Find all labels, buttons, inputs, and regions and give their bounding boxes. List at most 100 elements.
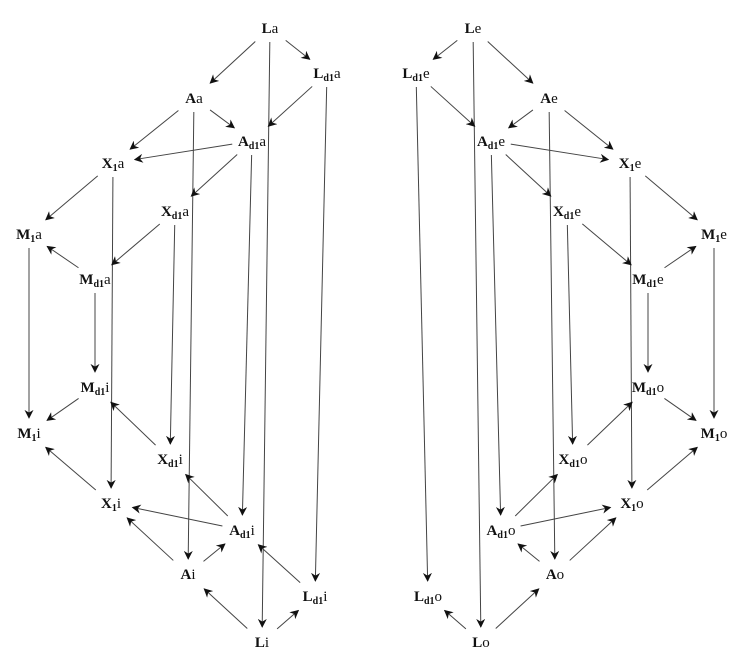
node-suffix: e xyxy=(475,21,482,37)
node-X1i: X1i xyxy=(101,496,121,514)
node-suffix: i xyxy=(105,380,109,396)
edge-arrow-X1a-to-M1a xyxy=(45,175,99,221)
node-sub: d1 xyxy=(93,279,104,290)
edge-arrow-Ld1e-to-Ad1e xyxy=(430,86,476,127)
edge-arrow-Xd1a-to-Md1a xyxy=(111,223,161,266)
node-Ld1i: Ld1i xyxy=(303,589,328,607)
edge-arrow-Ad1i-to-Xd1i xyxy=(185,473,229,517)
node-base: M xyxy=(79,272,93,288)
edge-arrow-Md1e-to-M1e xyxy=(664,245,697,269)
node-sub: 1 xyxy=(630,163,635,174)
edge-arrow-La-to-Aa xyxy=(209,41,256,84)
node-Le: Le xyxy=(465,21,482,37)
node-suffix: e xyxy=(720,227,727,243)
node-suffix: o xyxy=(508,523,516,539)
edge-arrow-Li-to-Ai xyxy=(203,588,248,629)
edge-arrow-Ae-to-Ao xyxy=(548,111,560,560)
edges xyxy=(24,40,719,630)
node-X1e: X1e xyxy=(619,156,642,174)
edge-arrow-Ai-to-Ad1i xyxy=(203,543,226,562)
node-Md1i: Md1i xyxy=(81,380,110,398)
node-suffix: a xyxy=(104,272,111,288)
edge-arrow-Md1o-to-M1o xyxy=(664,398,697,421)
node-base: M xyxy=(632,380,646,396)
edge-arrow-Ad1e-to-Xd1e xyxy=(505,154,552,197)
edge-arrow-Ad1a-to-X1a xyxy=(133,143,233,163)
node-suffix: o xyxy=(482,635,490,651)
edge-arrow-Le-to-Ae xyxy=(487,41,534,84)
node-sub: 1 xyxy=(715,433,720,444)
node-suffix: o xyxy=(580,452,588,468)
node-suffix: o xyxy=(557,567,565,583)
node-base: L xyxy=(472,635,482,651)
node-base: A xyxy=(238,134,249,150)
node-sub: d1 xyxy=(168,459,179,470)
edge-arrow-Aa-to-X1a xyxy=(129,110,179,150)
node-Ld1e: Ld1e xyxy=(402,66,430,84)
node-base: X xyxy=(553,204,564,220)
node-base: A xyxy=(180,567,191,583)
node-base: X xyxy=(102,156,113,172)
node-suffix: e xyxy=(498,134,505,150)
node-base: X xyxy=(161,204,172,220)
node-base: L xyxy=(465,21,475,37)
node-suffix: a xyxy=(334,66,341,82)
edge-arrow-Ad1a-to-Ad1i xyxy=(238,154,253,516)
node-Ae: Ae xyxy=(540,91,558,107)
edge-arrow-Aa-to-Ad1a xyxy=(209,109,236,129)
edge-arrow-Ai-to-X1i xyxy=(126,517,174,561)
node-Ld1a: Ld1a xyxy=(313,66,341,84)
node-Md1a: Md1a xyxy=(79,272,111,290)
node-Li: Li xyxy=(255,635,269,651)
edge-arrow-Ld1i-to-Ad1i xyxy=(257,544,301,583)
node-X1o: X1o xyxy=(620,496,643,514)
node-base: M xyxy=(701,227,715,243)
edge-arrow-Md1a-to-M1a xyxy=(46,245,79,269)
edge-arrow-Lo-to-Ao xyxy=(495,588,540,629)
node-base: M xyxy=(632,272,646,288)
node-Ad1a: Ad1a xyxy=(238,134,266,152)
node-base: M xyxy=(701,426,715,442)
edge-arrow-X1o-to-M1o xyxy=(646,446,698,491)
node-base: X xyxy=(620,496,631,512)
nodes: LaLd1aAaAd1aX1aXd1aM1aMd1aMd1iM1iXd1iX1i… xyxy=(16,21,727,651)
node-sub: d1 xyxy=(646,387,657,398)
node-M1a: M1a xyxy=(16,227,42,245)
node-Xd1a: Xd1a xyxy=(161,204,189,222)
edge-arrow-Ld1a-to-Ad1a xyxy=(267,86,313,127)
edge-arrow-Ad1a-to-Xd1a xyxy=(190,154,238,197)
node-Aa: Aa xyxy=(185,91,203,107)
node-suffix: e xyxy=(657,272,664,288)
node-X1a: X1a xyxy=(102,156,125,174)
edge-arrow-Ae-to-X1e xyxy=(564,110,614,150)
node-suffix: e xyxy=(551,91,558,107)
node-sub: d1 xyxy=(569,459,580,470)
node-base: A xyxy=(546,567,557,583)
edge-arrow-Ad1i-to-X1i xyxy=(131,504,223,527)
edge-arrow-Aa-to-Ai xyxy=(183,111,195,560)
node-base: L xyxy=(313,66,323,82)
edge-arrow-X1e-to-M1e xyxy=(644,175,698,221)
node-base: L xyxy=(262,21,272,37)
edge-arrow-La-to-Ld1a xyxy=(285,40,311,60)
node-M1i: M1i xyxy=(17,426,40,444)
node-base: L xyxy=(303,589,313,605)
edge-arrow-Xd1e-to-Md1e xyxy=(581,223,632,266)
node-suffix: i xyxy=(117,496,121,512)
node-Ld1o: Ld1o xyxy=(414,589,442,607)
node-base: X xyxy=(559,452,570,468)
edge-arrow-Le-to-Lo xyxy=(472,41,486,628)
node-sub: 1 xyxy=(715,234,720,245)
node-base: X xyxy=(619,156,630,172)
node-suffix: i xyxy=(251,523,255,539)
node-base: M xyxy=(81,380,95,396)
node-sub: 1 xyxy=(32,433,37,444)
node-Md1o: Md1o xyxy=(632,380,664,398)
node-suffix: i xyxy=(179,452,183,468)
node-suffix: a xyxy=(35,227,42,243)
node-suffix: i xyxy=(265,635,269,651)
node-suffix: e xyxy=(574,204,581,220)
node-sub: d1 xyxy=(240,530,251,541)
node-Xd1o: Xd1o xyxy=(559,452,588,470)
